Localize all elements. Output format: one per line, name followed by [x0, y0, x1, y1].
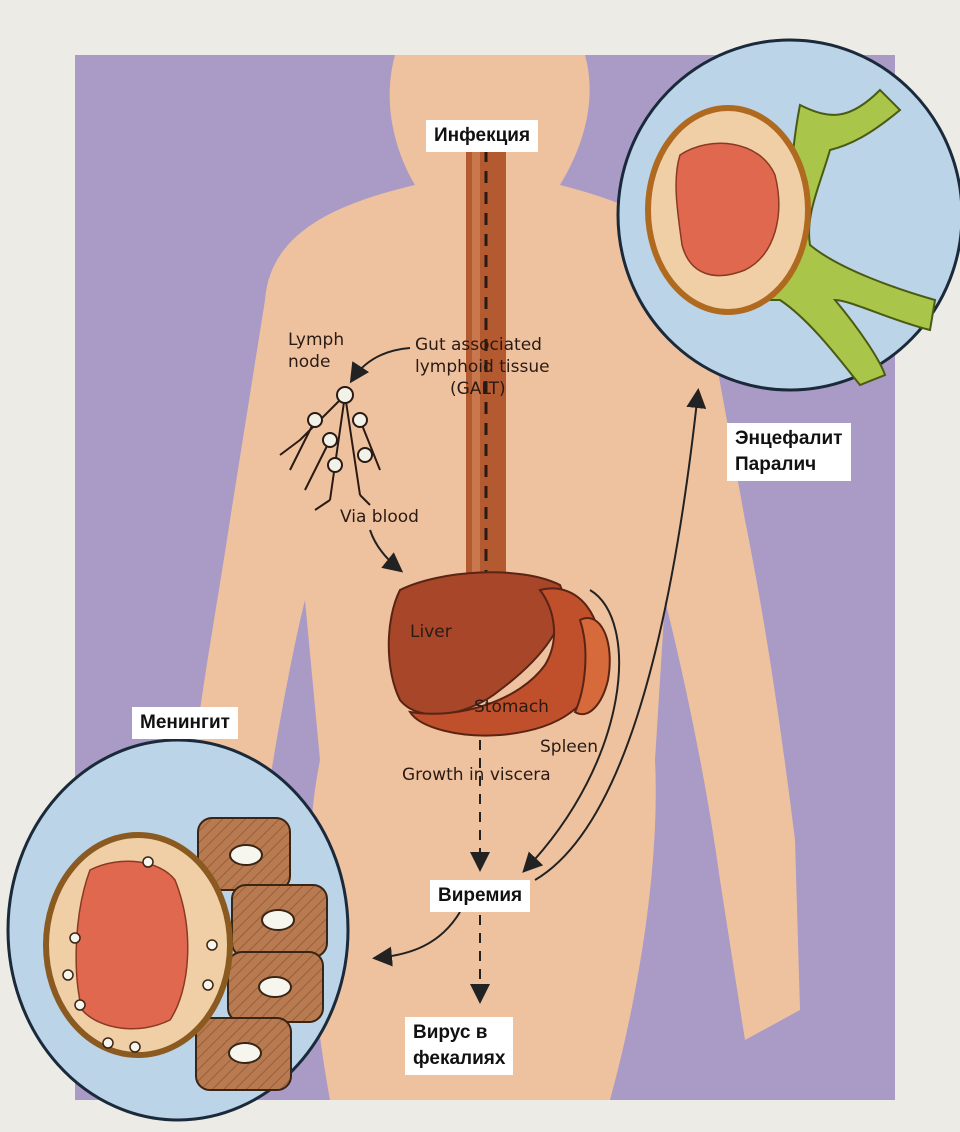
- infected-cell-nucleus: [76, 861, 188, 1028]
- spleen-label: Spleen: [540, 737, 598, 757]
- meningitis-inset: [8, 740, 348, 1120]
- growth-label: Growth in viscera: [402, 765, 551, 785]
- neuron-nucleus: [676, 143, 779, 275]
- liver-label: Liver: [410, 622, 452, 642]
- encephalitis-paralysis-label: Энцефалит Паралич: [727, 423, 851, 481]
- stomach-label: Stomach: [474, 697, 549, 717]
- via-blood-label: Via blood: [340, 507, 419, 527]
- infection-label: Инфекция: [426, 120, 538, 152]
- meningitis-label: Менингит: [132, 707, 238, 739]
- encephalitis-inset: [618, 40, 960, 390]
- viremia-label: Виремия: [430, 880, 530, 912]
- virus-in-feces-label: Вирус в фекалиях: [405, 1017, 513, 1075]
